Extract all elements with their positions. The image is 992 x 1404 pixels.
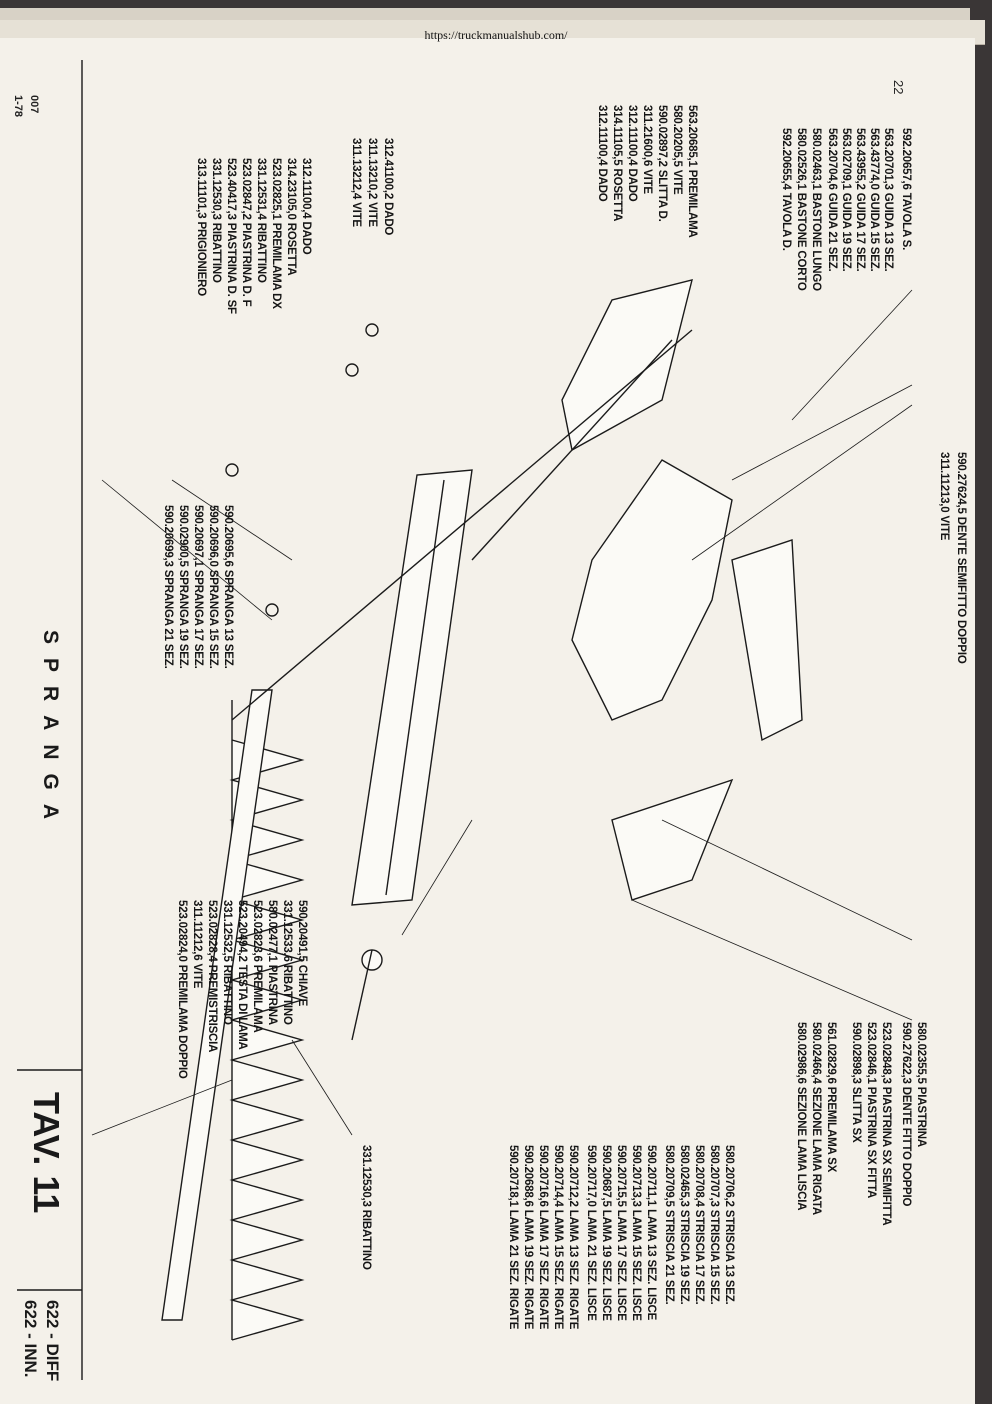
part-label: 580.02526,1 BASTONE CORTO xyxy=(795,128,807,291)
plate-number: TAV. 11 xyxy=(26,1092,67,1214)
part-label: 590.02897,2 SLITTA D. xyxy=(656,105,668,222)
chiave xyxy=(351,949,373,1041)
part-label: 311.11213,0 VITE xyxy=(938,452,950,541)
part-label: 580.20707,3 STRISCIA 15 SEZ. xyxy=(708,1145,720,1305)
part-label: 590.20717,0 LAMA 21 SEZ. LISCE xyxy=(585,1145,597,1321)
part-label: 590.02898,3 SLITTA SX xyxy=(850,1022,862,1143)
model-code: 622 - DIFF xyxy=(43,1300,62,1382)
part-label: 590.20491,5 CHIAVE xyxy=(296,900,308,1007)
part-label: 590.27622,3 DENTE FITTO DOPPIO xyxy=(900,1022,912,1207)
part-label: 590.20697,1 SPRANGA 17 SEZ. xyxy=(192,505,204,669)
part-label: 331.12530,3 RIBATTINO xyxy=(360,1145,372,1270)
part-label: 523.02823,6 PREMILAMA xyxy=(251,900,263,1033)
part-label: 331.12531,4 RIBATTINO xyxy=(255,158,267,283)
part-label: 331.12532,5 RIBATTINO xyxy=(221,900,233,1025)
part-label: 523.02824,0 PREMILAMA DOPPIO xyxy=(176,900,188,1079)
part-label: 563.20704,6 GUIDA 21 SEZ. xyxy=(826,128,838,272)
part-label: 590.20713,3 LAMA 15 SEZ. LISCE xyxy=(630,1145,642,1321)
part-label: 563.43955,2 GUIDA 17 SEZ. xyxy=(854,128,866,272)
part-label: 580.02466,4 SEZIONE LAMA RIGATA xyxy=(810,1022,822,1215)
part-label: 331.12530,3 RIBATTINO xyxy=(210,158,222,283)
part-label: 590.20716,6 LAMA 17 SEZ. RIGATE xyxy=(537,1145,549,1330)
part-label: 590.20712,2 LAMA 13 SEZ. RIGATE xyxy=(567,1145,579,1330)
part-label: 314.23105,0 ROSETTA xyxy=(285,158,297,276)
plate-title: SPRANGA xyxy=(39,630,62,834)
tavola-d xyxy=(561,279,693,452)
part-label: 523.02828,4 PREMISTRISCIA xyxy=(206,900,218,1053)
manual-sheet xyxy=(0,38,975,1404)
bastone-lungo xyxy=(231,329,693,721)
slitta-sx xyxy=(611,778,734,901)
part-label: 580.20706,2 STRISCIA 13 SEZ. xyxy=(723,1145,735,1305)
part-label: 312.11100,4 DADO xyxy=(300,158,312,255)
part-label: 590.02900,5 SPRANGA 19 SEZ. xyxy=(177,505,189,669)
part-label: 311.11212,6 VITE xyxy=(191,900,203,989)
part-label: 580.02463,1 BASTONE LUNGO xyxy=(810,128,822,291)
part-label: 580.02986,6 SEZIONE LAMA LISCIA xyxy=(795,1022,807,1211)
part-label: 590.20696,0 SPRANGA 15 SEZ. xyxy=(207,505,219,669)
part-label: 314.11105,5 ROSETTA xyxy=(611,105,623,222)
dado-nut xyxy=(225,463,239,477)
part-label: 590.20711,1 LAMA 13 SEZ. LISCE xyxy=(645,1145,657,1321)
part-label: 313.11101,3 PRIGIONIERO xyxy=(195,158,207,296)
part-label: 580.20709,5 STRISCIA 21 SEZ. xyxy=(663,1145,675,1305)
part-label: 590.20688,6 LAMA 19 SEZ. RIGATE xyxy=(522,1145,534,1330)
part-label: 592.20655,4 TAVOLA D. xyxy=(780,128,792,251)
part-label: 523.02825,1 PREMILAMA DX xyxy=(270,158,282,309)
part-label: 590.27624,5 DENTE SEMIFITTO DOPPIO xyxy=(955,452,967,664)
part-label: 580.20205,5 VITE xyxy=(671,105,683,195)
part-label: 590.20687,5 LAMA 19 SEZ. LISCE xyxy=(600,1145,612,1321)
part-label: 561.02829,6 PREMILAMA SX xyxy=(825,1022,837,1173)
striscia xyxy=(161,689,273,1321)
part-label: 523.20494,2 TESTA DI LAMA xyxy=(236,900,248,1050)
part-label: 563.02709,1 GUIDA 19 SEZ. xyxy=(840,128,852,272)
part-label: 312.41100,2 DADO xyxy=(382,138,394,236)
part-label: 311.13212,4 VITE xyxy=(350,138,362,227)
part-label: 590.20695,6 SPRANGA 13 SEZ. xyxy=(222,505,234,669)
part-label: 590.20718,1 LAMA 21 SEZ. RIGATE xyxy=(507,1145,519,1330)
part-label: 523.02846,1 PIASTRINA SX FITTA xyxy=(865,1022,877,1199)
part-label: 563.20701,3 GUIDA 13 SEZ. xyxy=(882,128,894,272)
model-code: 622 - INN. xyxy=(21,1300,40,1378)
source-url: https://truckmanualshub.com/ xyxy=(424,28,568,42)
part-label: 331.12533,6 RIBATTINO xyxy=(281,900,293,1025)
part-label: 523.02848,3 PIASTRINA SX SEMIFITTA xyxy=(880,1022,892,1226)
dente-semifitto xyxy=(731,539,803,742)
part-label: 590.20714,4 LAMA 15 SEZ. RIGATE xyxy=(552,1145,564,1330)
part-label: 312.11100,4 DADO xyxy=(596,105,608,202)
bastone-corto xyxy=(471,339,673,561)
part-label: 312.11100,4 DADO xyxy=(626,105,638,202)
rosetta-washer xyxy=(265,603,279,617)
part-label: 590.20715,5 LAMA 17 SEZ. LISCE xyxy=(615,1145,627,1321)
part-label: 563.43774,0 GUIDA 15 SEZ. xyxy=(868,128,880,272)
part-label: 523.02847,2 PIASTRINA D. F xyxy=(240,158,252,307)
doc-ref: 1-78 xyxy=(12,95,24,118)
part-label: 580.02477,1 PIASTRINA xyxy=(266,900,278,1025)
slitta-d xyxy=(571,459,733,721)
part-label: 580.20708,4 STRISCIA 17 SEZ. xyxy=(693,1145,705,1305)
part-label: 311.21600,6 VITE xyxy=(641,105,653,194)
vite-bolt xyxy=(365,323,379,337)
part-label: 523.40417,3 PIASTRINA D. SF xyxy=(225,158,237,314)
lama-knife xyxy=(229,739,305,1341)
part-label: 311.13210,2 VITE xyxy=(366,138,378,227)
part-label: 563.20685,1 PREMILAMA xyxy=(686,105,698,238)
part-label: 580.02465,3 STRISCIA 19 SEZ. xyxy=(678,1145,690,1305)
part-label: 590.20699,3 SPRANGA 21 SEZ. xyxy=(162,505,174,669)
spranga-bar xyxy=(351,469,473,906)
part-label: 580.02355,5 PIASTRINA xyxy=(915,1022,927,1147)
page-number: 22 xyxy=(891,80,906,95)
leader-lines xyxy=(91,289,913,1136)
doc-ref: 007 xyxy=(28,95,40,114)
vite-bolt xyxy=(345,363,359,377)
part-label: 592.20657,6 TAVOLA S. xyxy=(900,128,912,251)
